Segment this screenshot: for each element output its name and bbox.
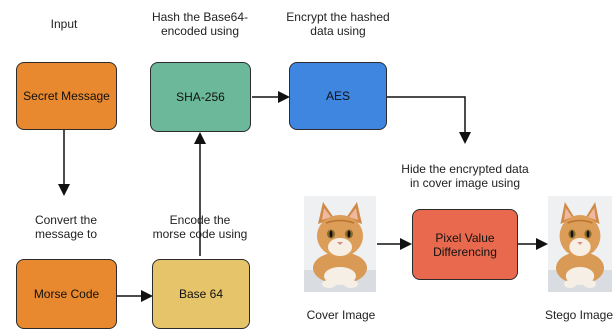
hash-label-line1: Hash the Base64-	[151, 10, 249, 24]
pvd-label-line1: Pixel Value	[435, 230, 495, 245]
morse-code-label: Morse Code	[33, 287, 100, 301]
hide-label-line1: Hide the encrypted data	[401, 162, 529, 176]
encrypt-label-line2: data using	[310, 24, 366, 38]
hash-label-line2: encoded using	[160, 24, 240, 38]
hide-label-line2: in cover image using	[409, 176, 521, 190]
sha256-box: SHA-256	[150, 62, 251, 132]
hash-label: Hash the Base64- encoded using	[140, 10, 260, 38]
morse-code-box: Morse Code	[16, 259, 117, 329]
stego-cat-image	[548, 196, 612, 292]
secret-message-box: Secret Message	[16, 62, 117, 130]
encrypt-label-line1: Encrypt the hashed	[286, 10, 390, 24]
pvd-label-line2: Differencing	[433, 244, 497, 259]
convert-label: Convert the message to	[16, 213, 116, 241]
encrypt-label: Encrypt the hashed data using	[278, 10, 398, 38]
convert-label-line2: message to	[34, 227, 98, 241]
base64-label: Base 64	[178, 287, 224, 301]
cover-cat-image	[304, 196, 376, 292]
hide-label: Hide the encrypted data in cover image u…	[395, 162, 535, 190]
sha256-label: SHA-256	[176, 90, 225, 104]
aes-label: AES	[325, 89, 350, 103]
convert-label-line1: Convert the	[34, 213, 98, 227]
cover-image-caption: Cover Image	[306, 308, 376, 322]
aes-box: AES	[289, 62, 387, 130]
stego-image-caption: Stego Image	[544, 308, 614, 322]
pixel-value-differencing-box: Pixel Value Differencing	[412, 209, 518, 280]
secret-message-label: Secret Message	[23, 89, 110, 103]
base64-box: Base 64	[152, 259, 250, 329]
input-label: Input	[50, 17, 78, 31]
encode-label-line1: Encode the	[169, 213, 231, 227]
encode-label: Encode the morse code using	[140, 213, 260, 241]
encode-label-line2: morse code using	[152, 227, 248, 241]
arrow-aes-to-pvd	[387, 96, 471, 144]
